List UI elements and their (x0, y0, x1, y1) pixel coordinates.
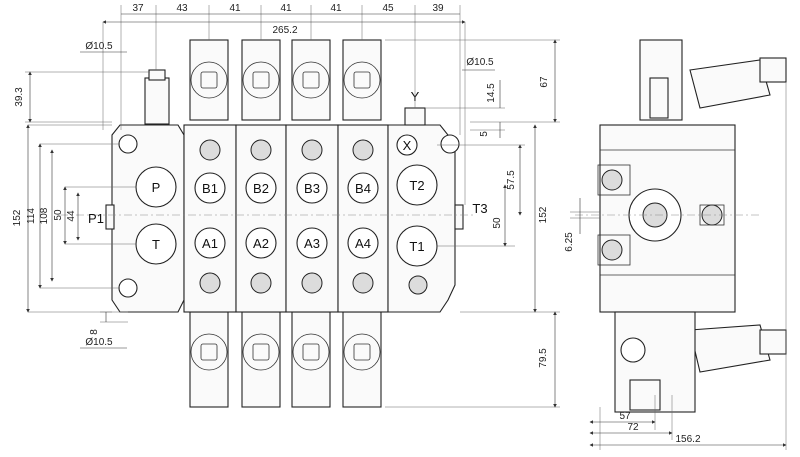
dim-114: 114 (26, 208, 37, 224)
bottom-solenoids (189, 311, 382, 408)
dim-57: 57 (619, 411, 631, 422)
label-a3: A3 (304, 236, 320, 251)
dim-44: 44 (66, 210, 77, 222)
label-b2: B2 (253, 181, 269, 196)
dim-5: 5 (479, 131, 490, 137)
dim-6-25: 6.25 (564, 232, 575, 252)
upper-small-ports (199, 139, 374, 161)
dim-top-45: 45 (382, 3, 394, 14)
label-b3: B3 (304, 181, 320, 196)
dim-156-2: 156.2 (675, 434, 700, 445)
dim-right-152: 152 (538, 206, 549, 223)
dim-top-41a: 41 (229, 3, 241, 14)
label-p1: P1 (88, 211, 104, 226)
top-solenoids (189, 39, 382, 121)
left-dimensions: 39.3 152 114 108 50 44 8 (12, 71, 150, 335)
label-a2: A2 (253, 236, 269, 251)
dim-79-5: 79.5 (538, 348, 549, 368)
dim-left-50: 50 (53, 209, 64, 221)
a-ports (194, 227, 379, 259)
dim-67: 67 (539, 76, 550, 88)
label-t: T (152, 237, 160, 252)
mounting-hole-bottom-left (118, 278, 138, 298)
relief-valve (144, 77, 170, 125)
dim-8: 8 (89, 329, 100, 335)
y-port-stud (404, 107, 426, 126)
t3-side-port (454, 204, 464, 230)
dim-39-3: 39.3 (14, 87, 25, 107)
label-p: P (152, 180, 161, 195)
dim-right-50: 50 (492, 217, 503, 229)
mounting-hole-top-left (118, 134, 138, 154)
b-ports (194, 172, 379, 204)
dim-57-5: 57.5 (506, 170, 517, 190)
port-x (396, 134, 418, 156)
dim-top-41c: 41 (330, 3, 342, 14)
label-x: X (403, 138, 412, 153)
hole-callout-top-left: Ø10.5 (85, 41, 113, 52)
outlet-plug (408, 275, 428, 295)
hole-callout-right: Ø10.5 (466, 57, 494, 68)
hole-callout-bottom-left: Ø10.5 (85, 337, 113, 348)
label-b4: B4 (355, 181, 371, 196)
p1-side-port (105, 204, 115, 230)
label-a1: A1 (202, 236, 218, 251)
dim-top-43: 43 (176, 3, 188, 14)
dim-left-152: 152 (12, 209, 23, 226)
label-t3: T3 (472, 201, 487, 216)
dim-top-41b: 41 (280, 3, 292, 14)
dim-overall-width: 265.2 (272, 25, 297, 36)
dim-top-39: 39 (432, 3, 444, 14)
mounting-hole-top-right (440, 134, 460, 154)
lower-small-ports (199, 272, 374, 294)
top-dimensions: 37 43 41 41 41 45 39 265.2 Ø10.5 Ø10.5 Ø… (80, 3, 495, 349)
label-b1: B1 (202, 181, 218, 196)
dim-72: 72 (627, 422, 639, 433)
dim-14-5: 14.5 (486, 83, 497, 103)
label-a4: A4 (355, 236, 371, 251)
label-t1: T1 (409, 239, 424, 254)
port-t2 (396, 164, 438, 206)
right-dimensions: 67 14.5 5 57.5 50 152 79.5 (385, 39, 560, 408)
dim-top-37: 37 (132, 3, 144, 14)
front-view: P T B1 B2 B3 B4 A1 A2 A3 A4 X T2 T1 Y P1… (60, 39, 488, 408)
side-view: 6.25 57 72 156.2 (564, 39, 787, 450)
dim-108: 108 (39, 207, 50, 224)
label-t2: T2 (409, 178, 424, 193)
